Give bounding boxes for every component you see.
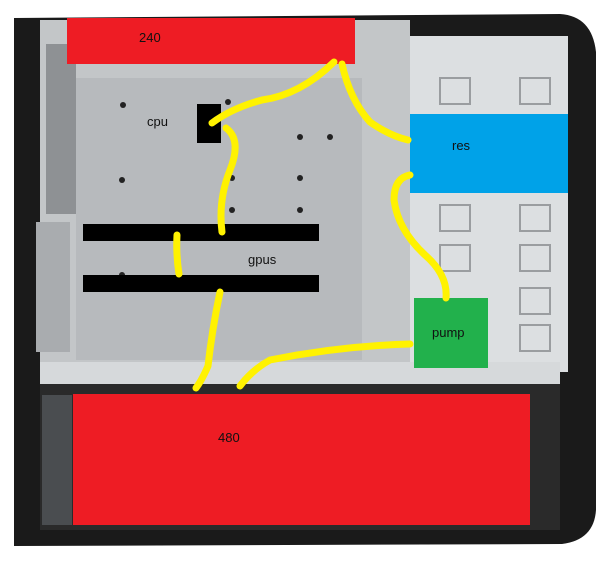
gpus-label: gpus (248, 252, 277, 267)
pump (414, 298, 488, 368)
psu-vent-panel (42, 395, 72, 525)
drive-bay-clips (439, 77, 551, 352)
radiator-480-label: 480 (218, 430, 240, 445)
reservoir (410, 114, 568, 193)
tubing (173, 58, 450, 392)
rear-fan-area (46, 44, 76, 214)
radiator-240 (67, 18, 355, 64)
pump-label: pump (432, 325, 465, 340)
gpu-2 (83, 275, 319, 292)
reservoir-label: res (452, 138, 471, 153)
cpu-label: cpu (147, 114, 168, 129)
radiator-240-label: 240 (139, 30, 161, 45)
pci-brackets (36, 222, 70, 352)
gpu-1 (83, 224, 319, 241)
radiator-480 (73, 394, 530, 525)
